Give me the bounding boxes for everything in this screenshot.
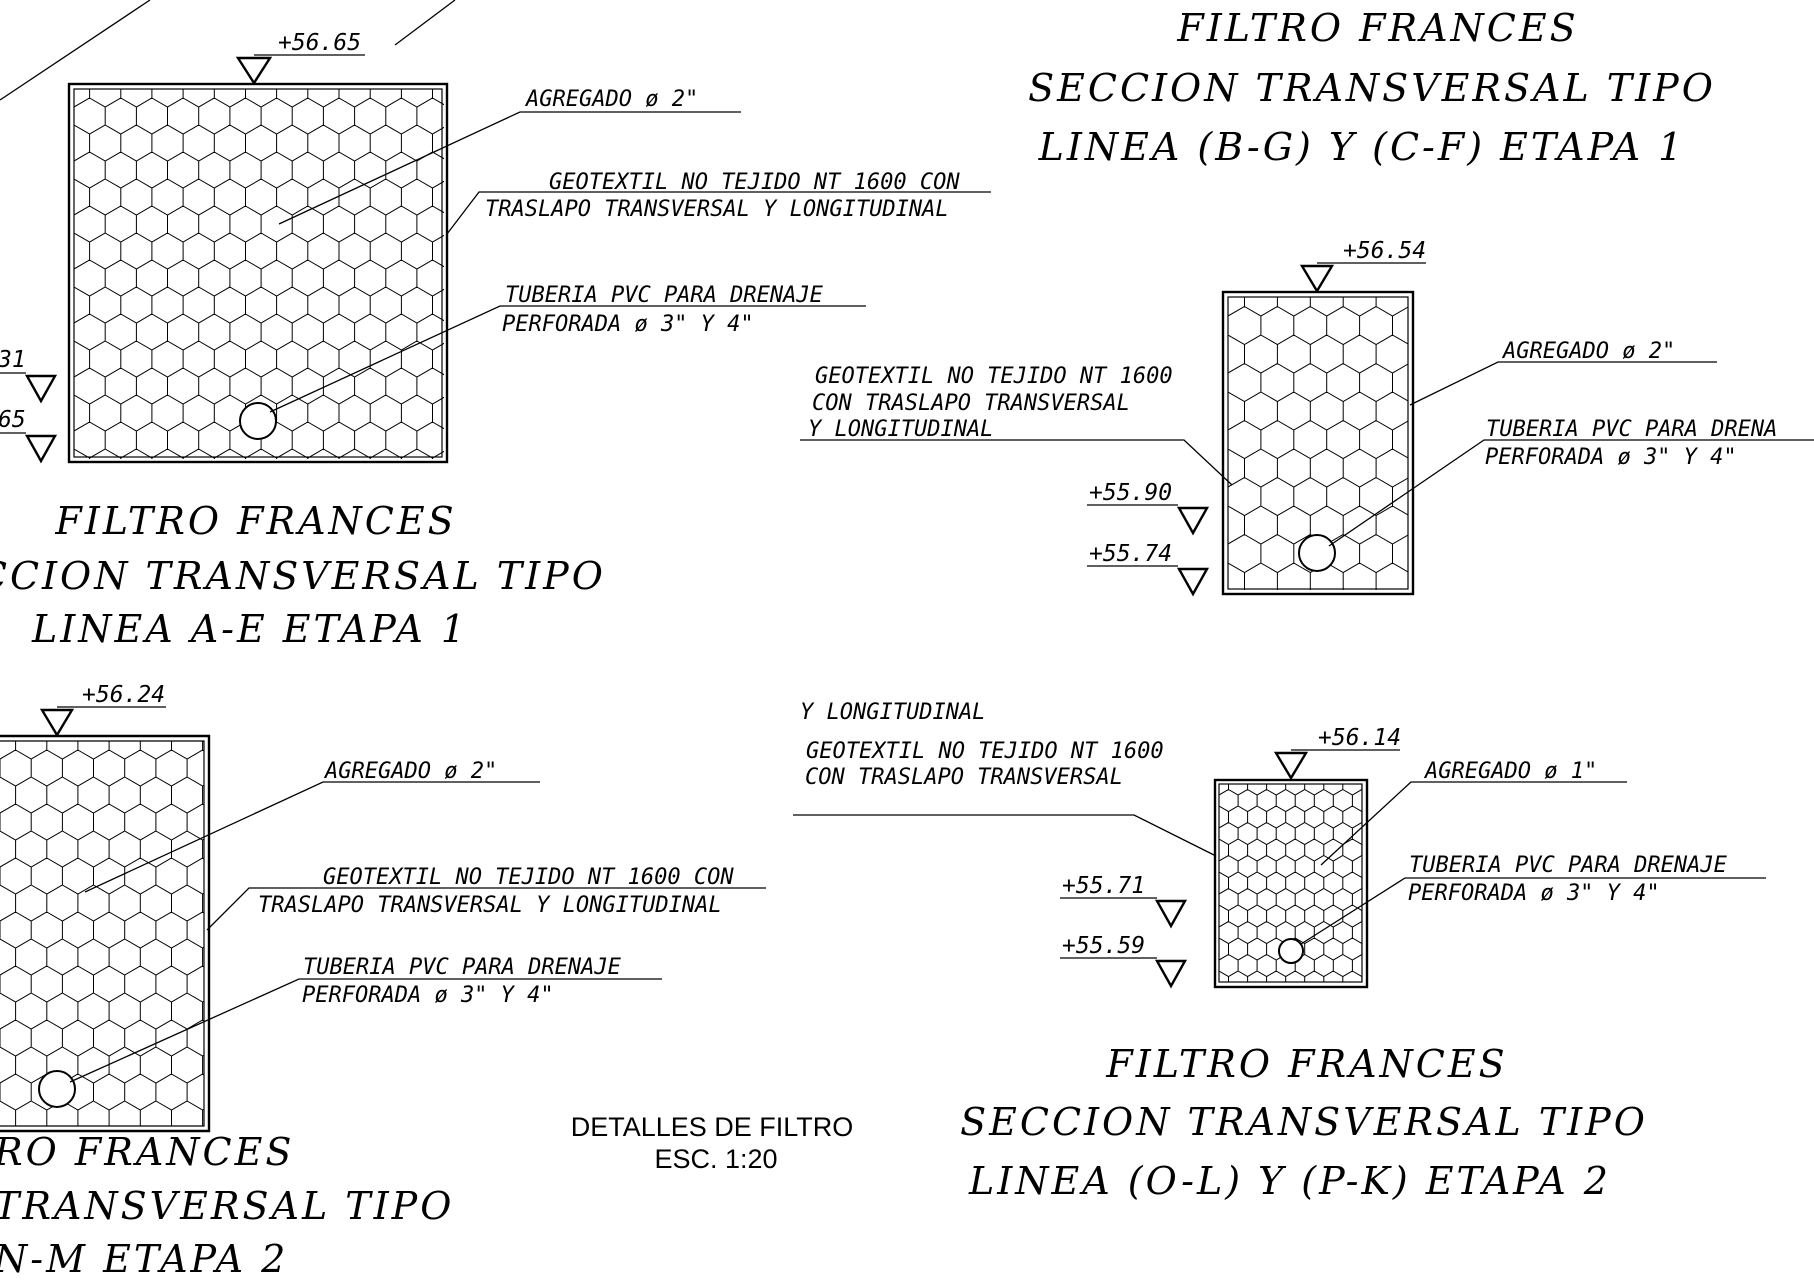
label-geotextil-2: CON TRASLAPO TRANSVERSAL (812, 391, 1130, 416)
svg-text:LINEA A-E ETAPA 1: LINEA A-E ETAPA 1 (31, 607, 468, 651)
label-tuberia-2: PERFORADA ø 3" Y 4" (1408, 881, 1660, 906)
hex-hatch-pattern (0, 741, 204, 1126)
trench-outline (1221, 290, 1415, 596)
drain-pipe-icon (239, 402, 277, 440)
label-geotextil-2: TRASLAPO TRANSVERSAL Y LONGITUDINAL (258, 893, 722, 918)
elevation-top: +56.65 (278, 30, 361, 56)
svg-text:FILTRO FRANCES: FILTRO FRANCES (54, 499, 456, 543)
footer-title: DETALLES DE FILTRO (571, 1112, 854, 1142)
elevation-marker-icon (1299, 264, 1335, 294)
label-tuberia-2: PERFORADA ø 3" Y 4" (302, 983, 554, 1008)
svg-text:SECCION TRANSVERSAL TIPO: SECCION TRANSVERSAL TIPO (960, 1100, 1648, 1144)
label-agregado: AGREGADO ø 2" (524, 87, 698, 112)
label-geotextil-2: TRASLAPO TRANSVERSAL Y LONGITUDINAL (485, 197, 949, 222)
label-tuberia-2: PERFORADA ø 3" Y 4" (502, 312, 754, 337)
section-o-l-p-k: +56.14 +55.71 +55.59 AGREGADO ø 1" Y LON… (793, 700, 1766, 1203)
elevation-bottom: +55.74 (1089, 541, 1172, 567)
svg-text:FILTRO FRANCES: FILTRO FRANCES (1176, 6, 1578, 50)
elevation-bottom: +55.59 (1062, 933, 1145, 959)
label-agregado: AGREGADO ø 1" (1423, 759, 1597, 784)
label-tuberia-1: TUBERIA PVC PARA DRENA (1486, 417, 1777, 442)
drain-pipe-icon (1278, 938, 1304, 964)
svg-text:LINEA (B-G) Y (C-F) ETAPA: LINEA (B-G) Y (C-F) ETAPA 1 (1038, 125, 1686, 169)
label-geotextil-1: Y LONGITUDINAL (800, 700, 985, 725)
elevation-marker-icon (1154, 959, 1188, 989)
elevation-mid: +55.71 (1062, 873, 1145, 899)
construction-lines (0, 0, 456, 101)
label-geotextil-1: GEOTEXTIL NO TEJIDO NT 1600 CON (323, 865, 734, 890)
geotextile-layer (1218, 783, 1363, 983)
elevation-marker-icon (24, 374, 58, 404)
svg-text:FILTRO FRANCES: FILTRO FRANCES (1105, 1042, 1507, 1086)
section-title: FILTRO FRANCES SECCION TRANSVERSAL TIPO … (960, 1042, 1648, 1203)
drain-pipe-icon (1298, 534, 1336, 572)
svg-text:SECCION TRANSVERSAL TIPO: SECCION TRANSVERSAL TIPO (1028, 66, 1716, 110)
trench-outline (67, 82, 449, 464)
label-agregado: AGREGADO ø 2" (1501, 339, 1675, 364)
geotextile-layer (73, 88, 443, 458)
elevation-marker-icon (1176, 567, 1210, 597)
svg-text:RO FRANCES: RO FRANCES (0, 1130, 294, 1174)
elevation-marker-icon (1176, 506, 1210, 536)
aggregate-hatch (1228, 297, 1408, 590)
elevation-top: +56.14 (1318, 725, 1401, 751)
drawing-footer: DETALLES DE FILTRO ESC. 1:20 (571, 1112, 854, 1174)
label-tuberia-2: PERFORADA ø 3" Y 4" (1485, 445, 1737, 470)
elevation-marker-icon (39, 708, 75, 738)
elevation-mid: +55.90 (1089, 480, 1172, 506)
elevation-top: +56.24 (82, 682, 165, 708)
section-title: FILTRO FRANCES SECCION TRANSVERSAL TIPO … (1028, 6, 1716, 169)
label-geotextil-2: GEOTEXTIL NO TEJIDO NT 1600 (806, 739, 1164, 764)
elevation-top: +56.54 (1343, 238, 1426, 264)
svg-text:SECCION TRANSVERSAL TIPO: SECCION TRANSVERSAL TIPO (0, 554, 606, 598)
svg-text:TRANSVERSAL TIPO: TRANSVERSAL TIPO (0, 1184, 454, 1228)
hex-hatch-pattern (1228, 297, 1408, 590)
elevation-marker-icon (24, 434, 58, 464)
section-title: RO FRANCES TRANSVERSAL TIPO N-M ETAPA 2 (0, 1130, 454, 1281)
section-a-e: +56.65 31 65 AGREGADO ø 2" GEOTEXTIL NO … (0, 30, 991, 651)
hex-hatch-pattern (74, 89, 444, 459)
trench-outline (0, 734, 211, 1133)
label-tuberia-1: TUBERIA PVC PARA DRENAJE (505, 283, 824, 308)
elevation-marker-icon (1154, 899, 1188, 929)
geotextile-layer (0, 740, 205, 1127)
label-tuberia-1: TUBERIA PVC PARA DRENAJE (1409, 853, 1728, 878)
section-b-g-c-f: FILTRO FRANCES SECCION TRANSVERSAL TIPO … (800, 6, 1814, 597)
section-n-m: +56.24 AGREGADO ø 2" GEOTEXTIL NO TEJIDO… (0, 682, 766, 1281)
aggregate-hatch (0, 741, 204, 1126)
svg-text:LINEA (O-L) Y (P-K) ETAPA: LINEA (O-L) Y (P-K) ETAPA 2 (968, 1159, 1611, 1203)
label-tuberia-1: TUBERIA PVC PARA DRENAJE (303, 955, 622, 980)
aggregate-hatch (74, 89, 444, 459)
elevation-marker-icon (1273, 751, 1309, 781)
svg-text:N-M ETAPA 2: N-M ETAPA 2 (0, 1237, 288, 1281)
section-title: FILTRO FRANCES SECCION TRANSVERSAL TIPO … (0, 499, 606, 651)
elevation-bottom: 65 (0, 407, 26, 433)
label-geotextil-1: GEOTEXTIL NO TEJIDO NT 1600 CON (549, 170, 960, 195)
label-geotextil-3: Y LONGITUDINAL (808, 417, 993, 442)
elevation-mid: 31 (0, 347, 26, 373)
label-geotextil-1: GEOTEXTIL NO TEJIDO NT 1600 (815, 364, 1173, 389)
drain-pipe-icon (38, 1070, 76, 1108)
elevation-marker-icon (235, 56, 273, 86)
geotextile-layer (1227, 296, 1409, 590)
label-agregado: AGREGADO ø 2" (323, 759, 497, 784)
footer-scale: ESC. 1:20 (654, 1144, 777, 1174)
label-geotextil-3: CON TRASLAPO TRANSVERSAL (805, 765, 1123, 790)
